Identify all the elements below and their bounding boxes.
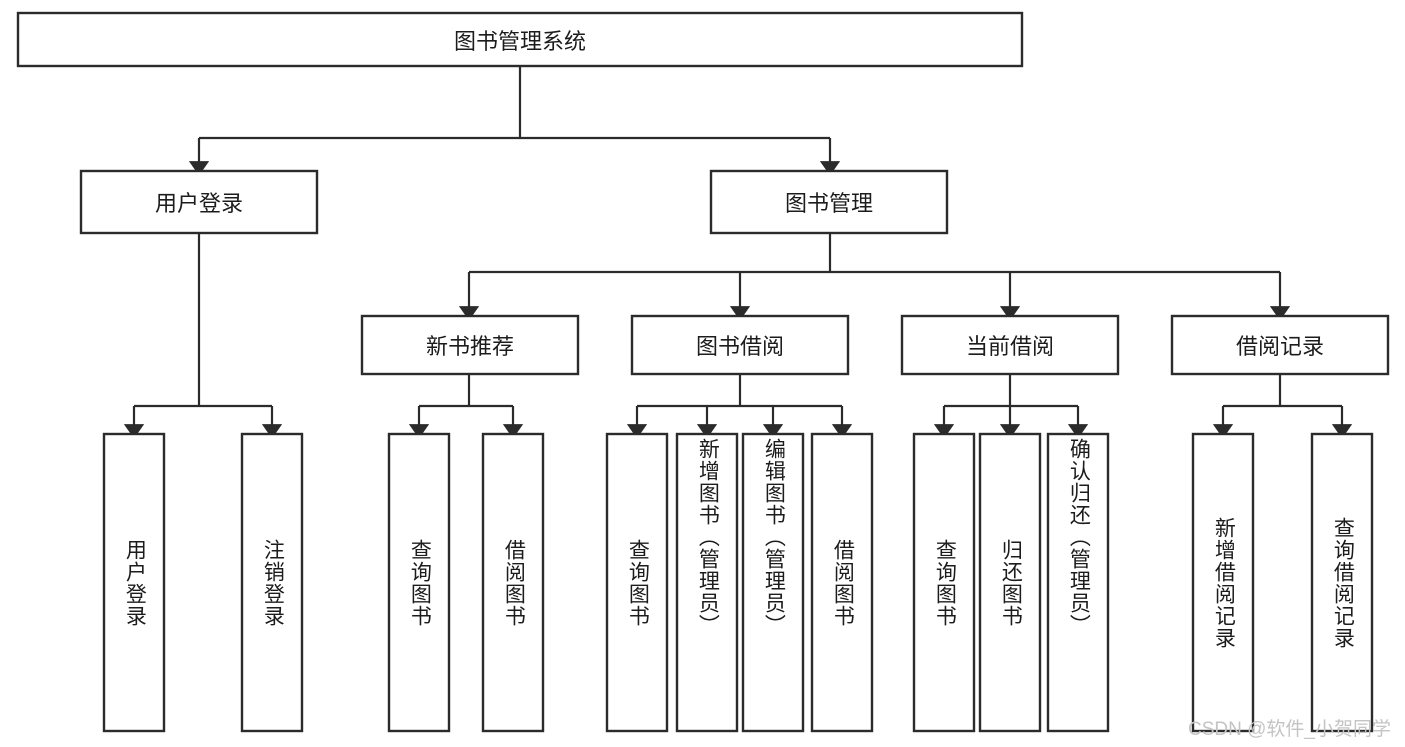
node-box-leaf-user-login[interactable] — [102, 432, 166, 733]
node-box-new-book-recommend[interactable] — [360, 314, 580, 376]
node-box-book-borrow[interactable] — [630, 314, 850, 376]
node-box-leaf-borrow-book-2[interactable] — [810, 432, 874, 733]
connector-group-user-login — [123, 233, 283, 439]
connector-group-borrow — [626, 374, 853, 439]
node-box-current-borrow[interactable] — [900, 314, 1120, 376]
csdn-watermark: CSDN @软件_小贺同学 — [1188, 719, 1391, 740]
node-box-leaf-query-book-2[interactable] — [605, 432, 669, 733]
node-box-leaf-confirm-return[interactable] — [1046, 432, 1110, 733]
connector-group-book-mgmt — [458, 233, 1291, 321]
node-box-user-login[interactable] — [79, 169, 319, 235]
node-box-leaf-edit-book[interactable] — [741, 432, 805, 733]
node-box-book-management[interactable] — [709, 169, 949, 235]
node-box-leaf-borrow-book-1[interactable] — [481, 432, 545, 733]
node-box-leaf-query-book-1[interactable] — [387, 432, 451, 733]
connector-group-borrow-record — [1212, 374, 1353, 439]
node-box-leaf-query-record[interactable] — [1310, 432, 1374, 733]
node-box-borrow-record[interactable] — [1170, 314, 1390, 376]
connector-group-root — [188, 66, 841, 176]
node-box-leaf-query-book-3[interactable] — [912, 432, 976, 733]
node-box-leaf-return-book[interactable] — [978, 432, 1042, 733]
connector-group-current-borrow — [933, 374, 1089, 439]
connector-group-new-book — [408, 374, 524, 439]
node-box-leaf-add-book[interactable] — [675, 432, 739, 733]
node-box-leaf-logout[interactable] — [240, 432, 304, 733]
node-box-root[interactable] — [16, 11, 1024, 68]
node-box-leaf-add-record[interactable] — [1191, 432, 1255, 733]
